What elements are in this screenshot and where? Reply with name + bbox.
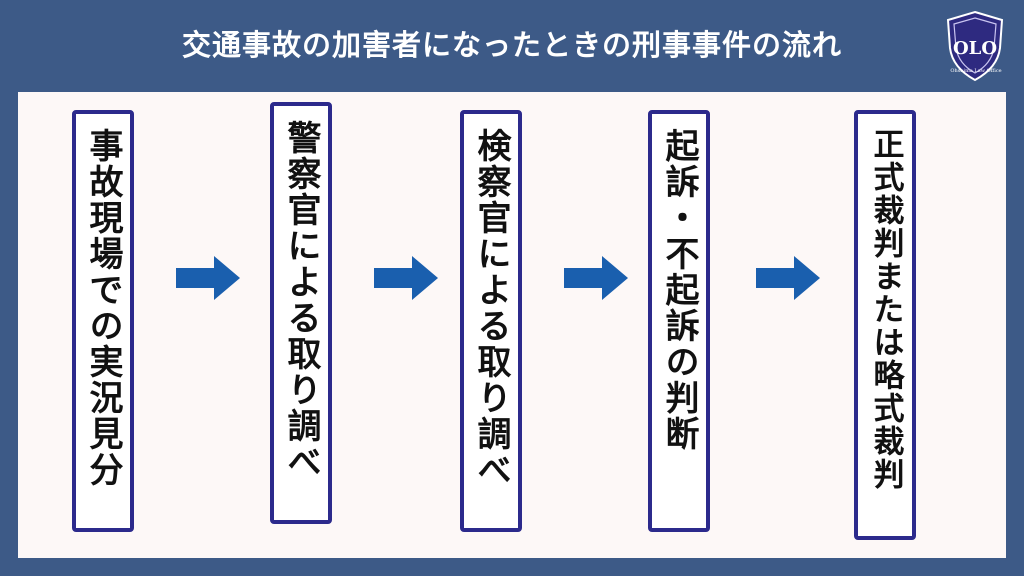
- logo-caption: Ohshima Law Office: [950, 68, 1002, 74]
- step-box-5: 正式裁判または略式裁判: [854, 110, 916, 540]
- right-arrow-icon: [564, 256, 628, 300]
- svg-text:OLO: OLO: [953, 38, 997, 59]
- shield-logo-icon: OLO: [946, 10, 1004, 82]
- header-bar: 交通事故の加害者になったときの刑事事件の流れ OLO Ohshima Law O…: [0, 0, 1024, 92]
- step-label-4: 起訴・不起訴の判断: [659, 128, 699, 452]
- step-box-4: 起訴・不起訴の判断: [648, 110, 710, 532]
- right-arrow-icon: [374, 256, 438, 300]
- page-title: 交通事故の加害者になったときの刑事事件の流れ: [181, 28, 842, 62]
- flow-panel: 事故現場での実況見分 警察官による取り調べ 検察官による取り調べ 起訴・不起訴の…: [18, 92, 1006, 558]
- right-arrow-icon: [756, 256, 820, 300]
- step-label-3: 検察官による取り調べ: [471, 128, 511, 488]
- step-label-5: 正式裁判または略式裁判: [867, 128, 904, 491]
- step-box-2: 警察官による取り調べ: [270, 102, 332, 524]
- step-box-1: 事故現場での実況見分: [72, 110, 134, 532]
- step-label-1: 事故現場での実況見分: [83, 128, 123, 488]
- step-box-3: 検察官による取り調べ: [460, 110, 522, 532]
- right-arrow-icon: [176, 256, 240, 300]
- step-label-2: 警察官による取り調べ: [281, 120, 321, 480]
